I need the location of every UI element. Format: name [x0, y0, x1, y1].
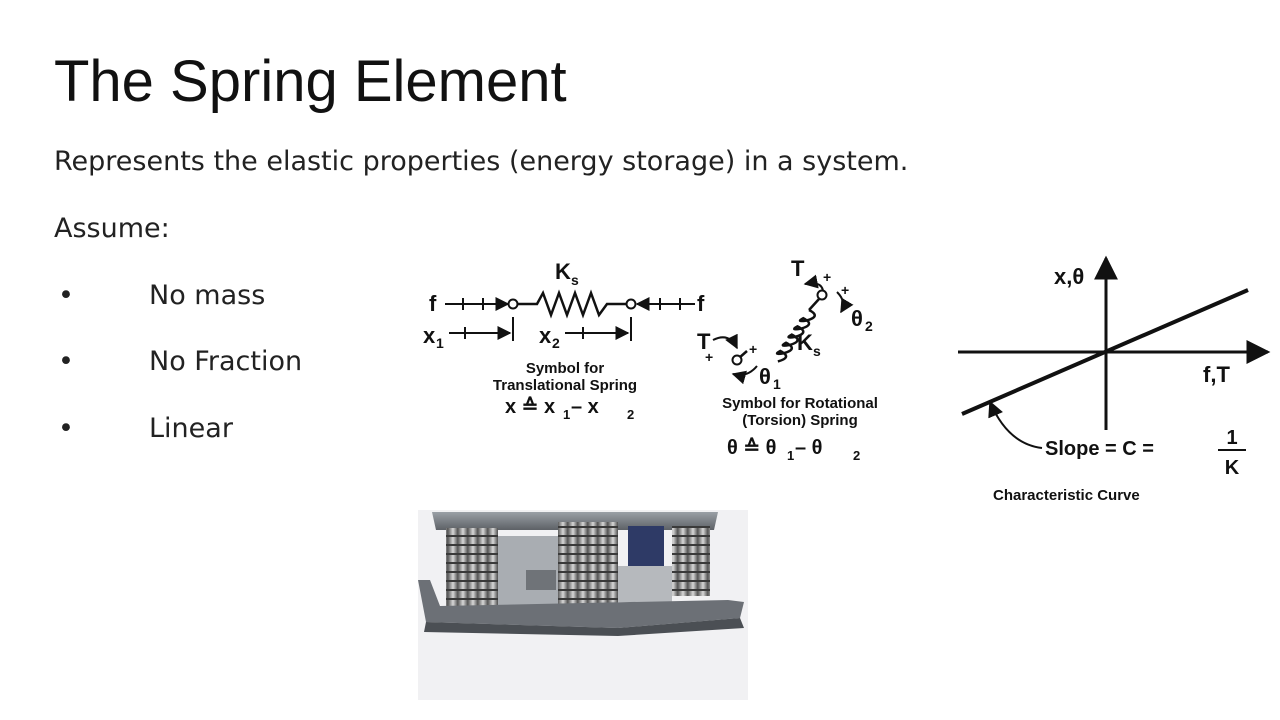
x-axis-label: f,T — [1203, 362, 1230, 387]
slide-title: The Spring Element — [54, 49, 567, 114]
torque-top-label: T — [791, 256, 805, 281]
svg-text:+: + — [749, 341, 757, 357]
torque-bottom-label: T — [697, 329, 711, 354]
x1-label: x — [423, 323, 436, 348]
theta1-arrow — [731, 365, 758, 385]
bullet-text: No mass — [149, 280, 266, 311]
slope-denominator: K — [1225, 457, 1240, 479]
bullet-text: No Fraction — [149, 346, 303, 377]
svg-text:s: s — [813, 343, 821, 359]
theta1-label: θ — [759, 364, 771, 389]
x2-label: x — [539, 323, 552, 348]
rotational-equation: θ ≙ θ 1 – θ 2 — [727, 437, 860, 463]
rotational-caption-1: Symbol for Rotational — [722, 395, 878, 412]
characteristic-line — [961, 288, 1249, 416]
y-axis-label: x,θ — [1054, 264, 1084, 289]
rotational-k-label: K — [797, 330, 813, 355]
svg-text:1: 1 — [563, 407, 570, 422]
svg-text:1: 1 — [787, 448, 794, 463]
bullet-text: Linear — [149, 413, 233, 444]
svg-text:+: + — [823, 269, 831, 285]
spring-k-label: K — [555, 259, 571, 284]
translational-spring-diagram: K s f f x 1 x 2 Symbol for Translational… — [423, 259, 705, 422]
svg-text:1: 1 — [773, 376, 781, 392]
svg-text:– θ: – θ — [795, 437, 823, 459]
torsion-coil — [775, 308, 816, 363]
theta2-label: θ — [851, 306, 863, 331]
svg-text:θ ≙ θ: θ ≙ θ — [727, 437, 777, 459]
translational-caption-2: Translational Spring — [493, 377, 637, 394]
rotational-spring-diagram: T + + θ 2 T + + K s θ 1 Symbol for Rotat… — [697, 256, 878, 463]
svg-text:2: 2 — [627, 407, 634, 422]
curve-caption: Characteristic Curve — [993, 487, 1140, 504]
assume-label: Assume: — [54, 213, 170, 244]
bullet-icon: • — [58, 413, 74, 444]
bullet-icon: • — [58, 280, 74, 311]
node-right — [625, 298, 637, 310]
translational-caption-1: Symbol for — [526, 360, 605, 377]
torque-bottom-arrow — [712, 333, 738, 350]
theta2-arrow — [836, 291, 854, 314]
slope-label: Slope = C = — [1045, 438, 1154, 460]
translational-equation: x ≙ x 1 – x 2 — [505, 396, 634, 422]
node-left — [507, 298, 519, 310]
rotational-caption-2: (Torsion) Spring — [742, 412, 858, 429]
slide-subtitle: Represents the elastic properties (energ… — [54, 146, 909, 177]
svg-text:2: 2 — [853, 448, 860, 463]
characteristic-curve-diagram: x,θ f,T Slope = C = 1 K Characteristic C… — [958, 255, 1271, 504]
svg-text:1: 1 — [436, 335, 444, 351]
svg-text:2: 2 — [865, 318, 873, 334]
slope-numerator: 1 — [1226, 427, 1237, 449]
force-left-label: f — [429, 291, 437, 316]
spring-zigzag — [518, 289, 626, 319]
bullet-icon: • — [58, 346, 74, 377]
spring-mount-image — [418, 510, 748, 700]
svg-text:+: + — [841, 282, 849, 298]
svg-text:+: + — [705, 349, 713, 365]
svg-text:– x: – x — [571, 396, 599, 418]
slope-pointer — [988, 400, 1043, 449]
spring-k-sub: s — [571, 272, 579, 288]
svg-text:2: 2 — [552, 335, 560, 351]
svg-text:x ≙ x: x ≙ x — [505, 396, 555, 418]
node-bottom — [731, 354, 743, 366]
node-top — [816, 289, 828, 301]
force-right-label: f — [697, 291, 705, 316]
